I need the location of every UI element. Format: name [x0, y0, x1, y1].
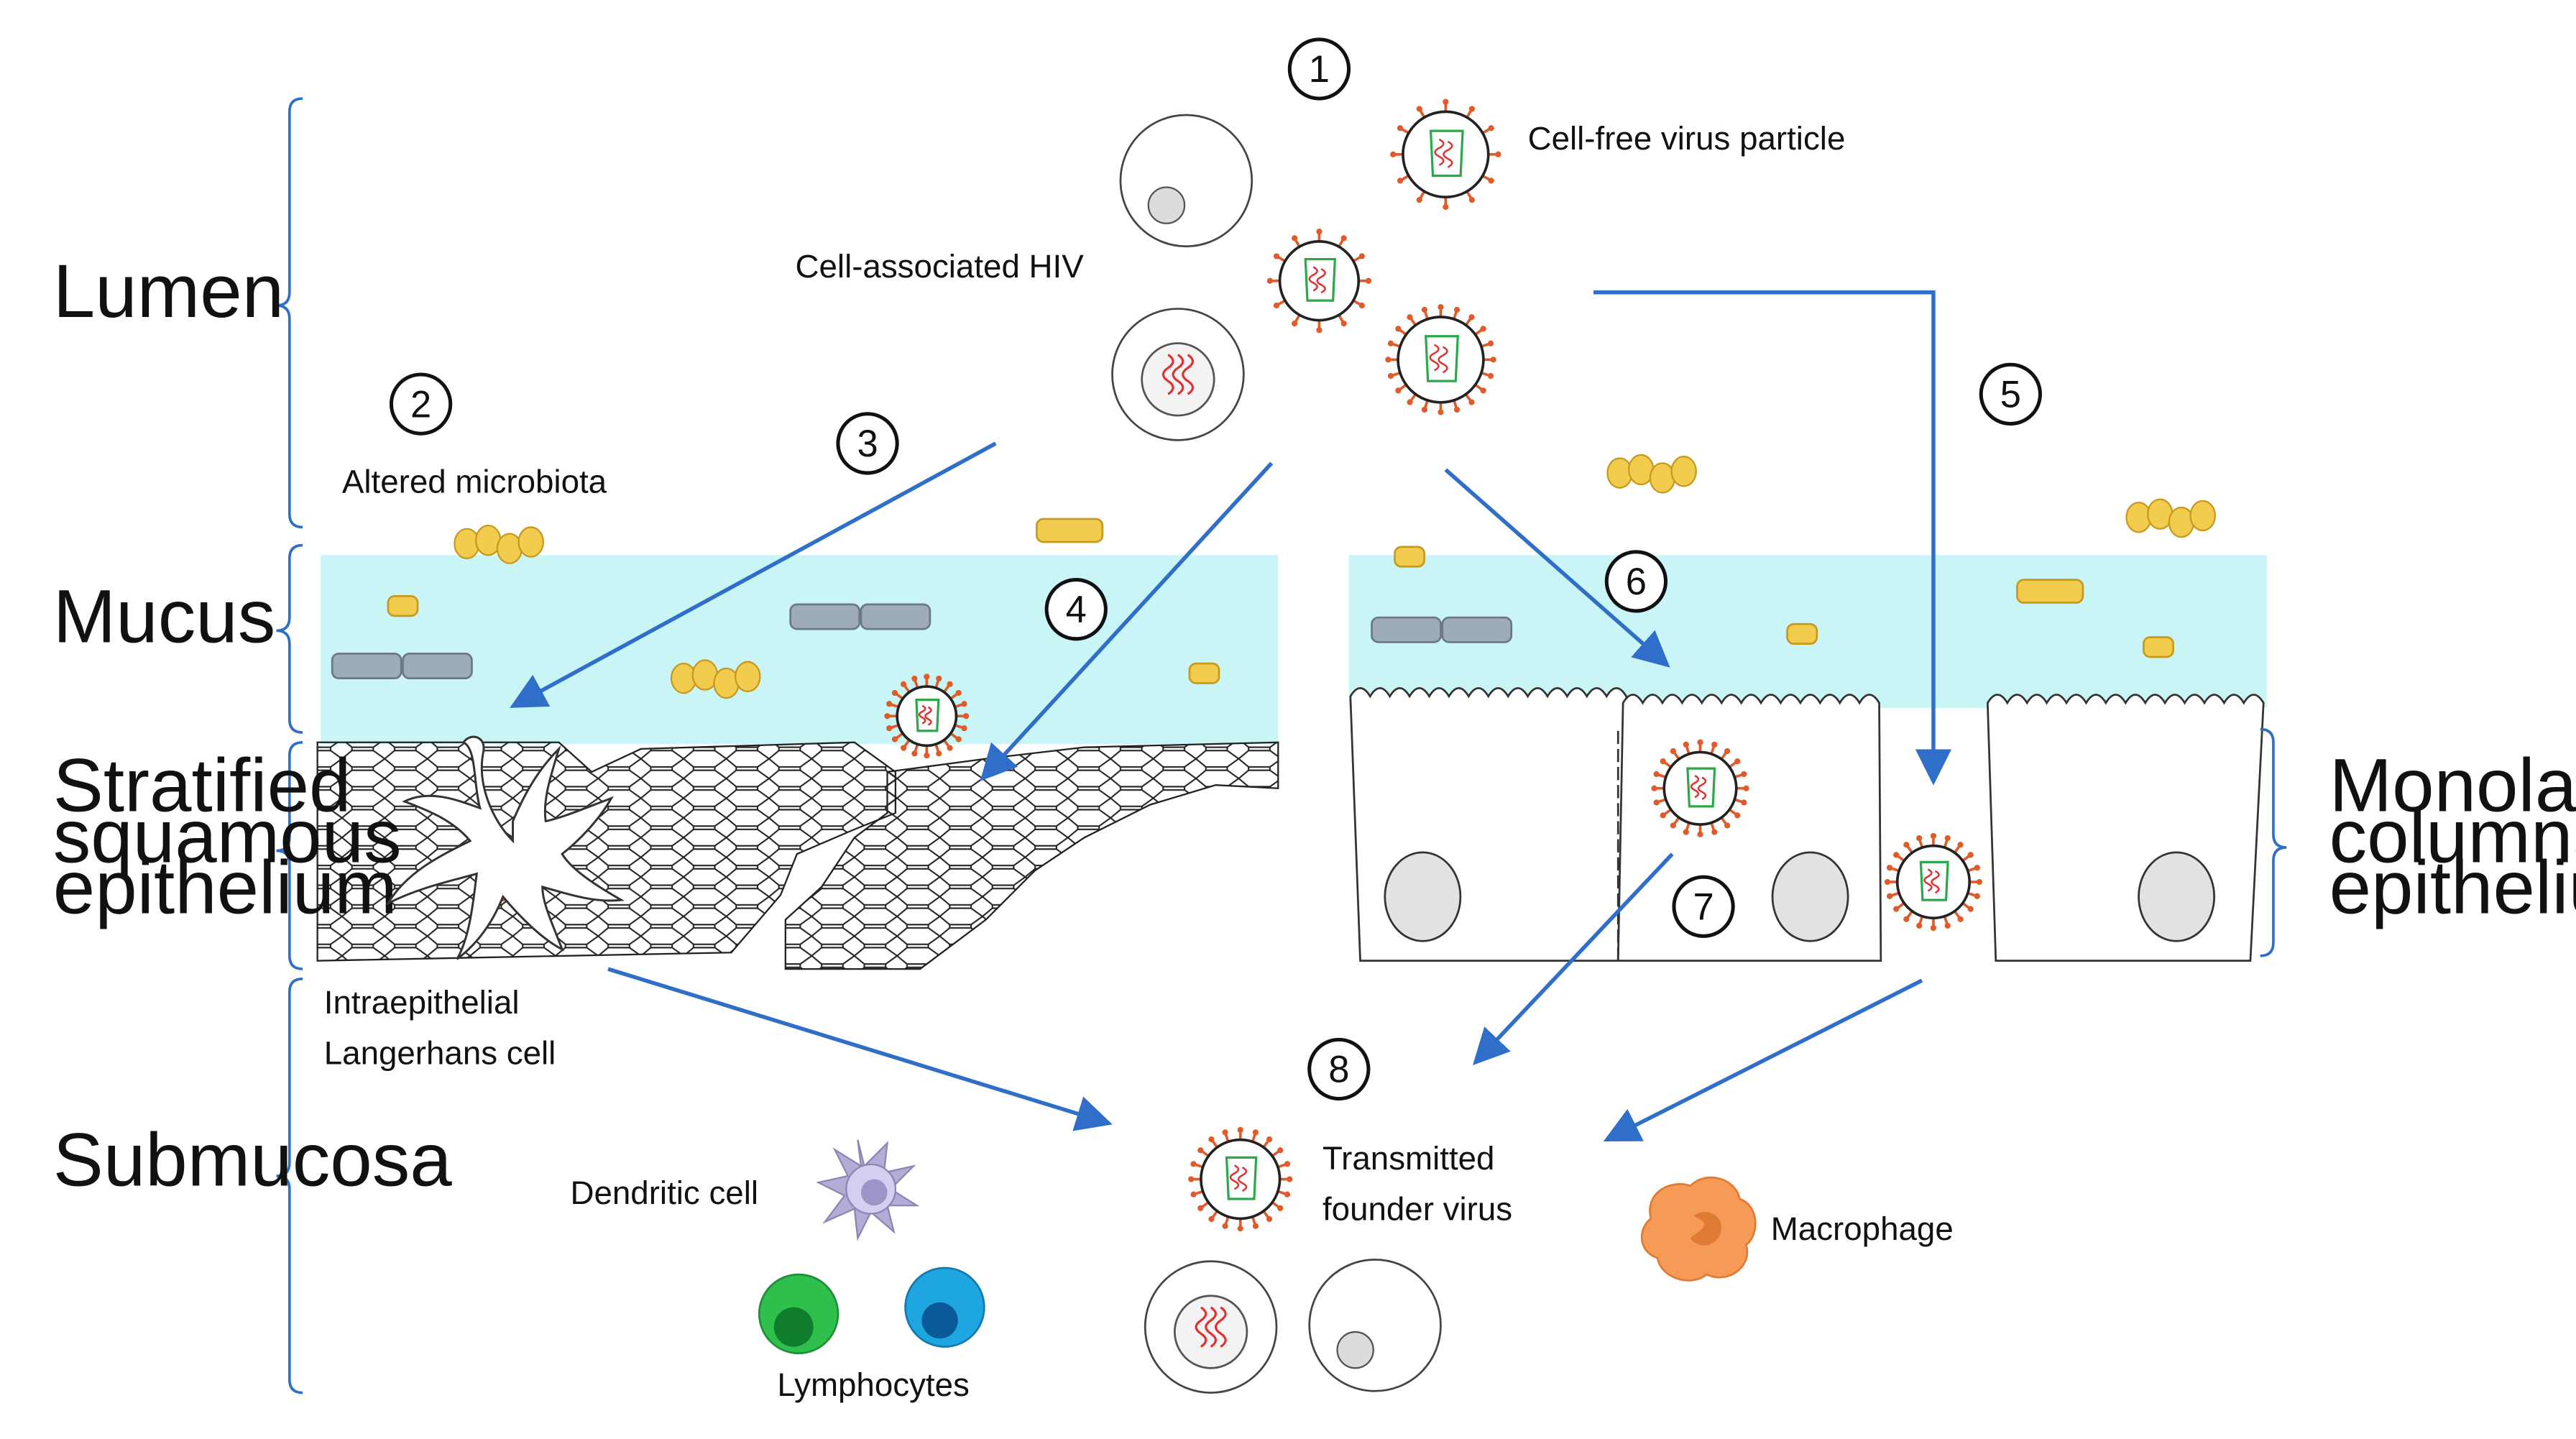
step-1-number: 1 [1309, 48, 1330, 91]
stratified-squamous-epithelium [316, 741, 1279, 970]
step-2-marker: 2 [389, 372, 453, 436]
columnar-epithelium [1349, 687, 2265, 962]
region-stratified-1: Stratified [53, 744, 351, 828]
step-6-marker: 6 [1604, 550, 1668, 613]
step-2-number: 2 [410, 383, 431, 426]
bacterium [2143, 636, 2174, 658]
virus-particle-icon [1390, 98, 1501, 211]
region-monolayered-2: columnar [2329, 795, 2576, 879]
bacterium [1786, 622, 1818, 645]
columnar-cell-3 [1986, 694, 2265, 962]
infected-cell-icon [1111, 308, 1245, 441]
region-submucosa: Submucosa [53, 1118, 453, 1203]
bacterium [789, 603, 861, 630]
step-5-number: 5 [2000, 374, 2021, 416]
step-7-marker: 7 [1672, 875, 1735, 938]
arrow-step-6 [1444, 468, 1670, 668]
label-cell-associated-hiv: Cell-associated HIV [796, 248, 1085, 285]
arrow-step-7 [1473, 852, 1674, 1065]
nucleus-2 [1771, 851, 1849, 942]
bacterium [331, 653, 402, 680]
bacterium [387, 595, 419, 617]
arrow-step-4 [980, 461, 1274, 781]
label-langerhans-1: Intraepithelial [324, 984, 520, 1021]
virus-particle-icon [1188, 1126, 1293, 1232]
cocci-chain [670, 659, 761, 699]
virus-particle-icon [884, 673, 970, 759]
label-altered-microbiota: Altered microbiota [342, 463, 607, 500]
infected-cell-icon [1144, 1260, 1278, 1394]
bacterium [1441, 616, 1513, 643]
label-transmitted-2: founder virus [1322, 1191, 1512, 1228]
step-8-number: 8 [1328, 1049, 1349, 1091]
virus-particles [480, 98, 1983, 1394]
bacterium [402, 653, 473, 680]
step-3-marker: 3 [836, 412, 899, 475]
bacteria-icon [331, 454, 2216, 699]
region-stratified-2: squamous [53, 795, 402, 879]
bacterium [1036, 518, 1104, 543]
step-6-number: 6 [1626, 561, 1647, 603]
nucleus-1 [1384, 851, 1462, 942]
region-stratified-3: epithelium [53, 845, 397, 929]
step-4-marker: 4 [1044, 578, 1108, 641]
step-8-marker: 8 [1307, 1037, 1371, 1101]
mucus-layer-left [321, 555, 1279, 745]
virus-particle-icon [1651, 739, 1749, 837]
label-langerhans-2: Langerhans cell [324, 1035, 556, 1072]
step-7-number: 7 [1693, 886, 1714, 929]
arrow-step-3 [510, 441, 997, 708]
label-macrophage: Macrophage [1771, 1210, 1954, 1247]
cocci-chain [454, 525, 544, 564]
bacterium [860, 603, 932, 630]
transmission-arrows [510, 290, 1952, 1142]
step-5-marker: 5 [1979, 362, 2042, 426]
virus-particle-icon [1884, 832, 1983, 932]
bacterium [1394, 546, 1426, 568]
bacterium [1371, 616, 1442, 643]
virus-particle-icon [1385, 304, 1496, 415]
infected-cell-icon [1119, 114, 1254, 248]
macrophage-icon [1641, 1176, 1757, 1282]
region-monolayered-3: epithelium [2329, 845, 2576, 929]
step-1-marker: 1 [1287, 37, 1351, 101]
label-dendritic-cell: Dendritic cell [571, 1174, 759, 1211]
arrow-langerhans-to-submucosa [607, 967, 1113, 1131]
step-3-number: 3 [857, 423, 878, 465]
nucleus-3 [2138, 851, 2216, 942]
region-brackets-left [276, 97, 2287, 1394]
arrow-step-5 [1593, 290, 1952, 786]
label-lymphocytes: Lymphocytes [777, 1366, 969, 1403]
label-transmitted-1: Transmitted [1322, 1140, 1495, 1177]
region-lumen: Lumen [53, 249, 284, 334]
cocci-chain [1606, 454, 1697, 494]
label-cell-free-virus: Cell-free virus particle [1528, 120, 1846, 157]
step-4-number: 4 [1066, 589, 1087, 631]
bacterium [2016, 579, 2084, 604]
dendritic-cell-icon [816, 1139, 920, 1241]
region-mucus: Mucus [53, 574, 276, 658]
infected-cell-icon [1308, 1259, 1442, 1392]
lymphocyte-icon [758, 1266, 985, 1355]
langerhans-cell-icon [385, 735, 625, 960]
step-markers: 1 2 3 4 5 6 7 8 [389, 37, 2042, 1101]
virus-particle-icon [1266, 229, 1372, 334]
arrow-columnar-to-submucosa [1603, 978, 1923, 1142]
region-monolayered-1: Monolayered [2329, 744, 2576, 828]
bacterium [1188, 662, 1220, 684]
cocci-chain [2125, 498, 2216, 538]
